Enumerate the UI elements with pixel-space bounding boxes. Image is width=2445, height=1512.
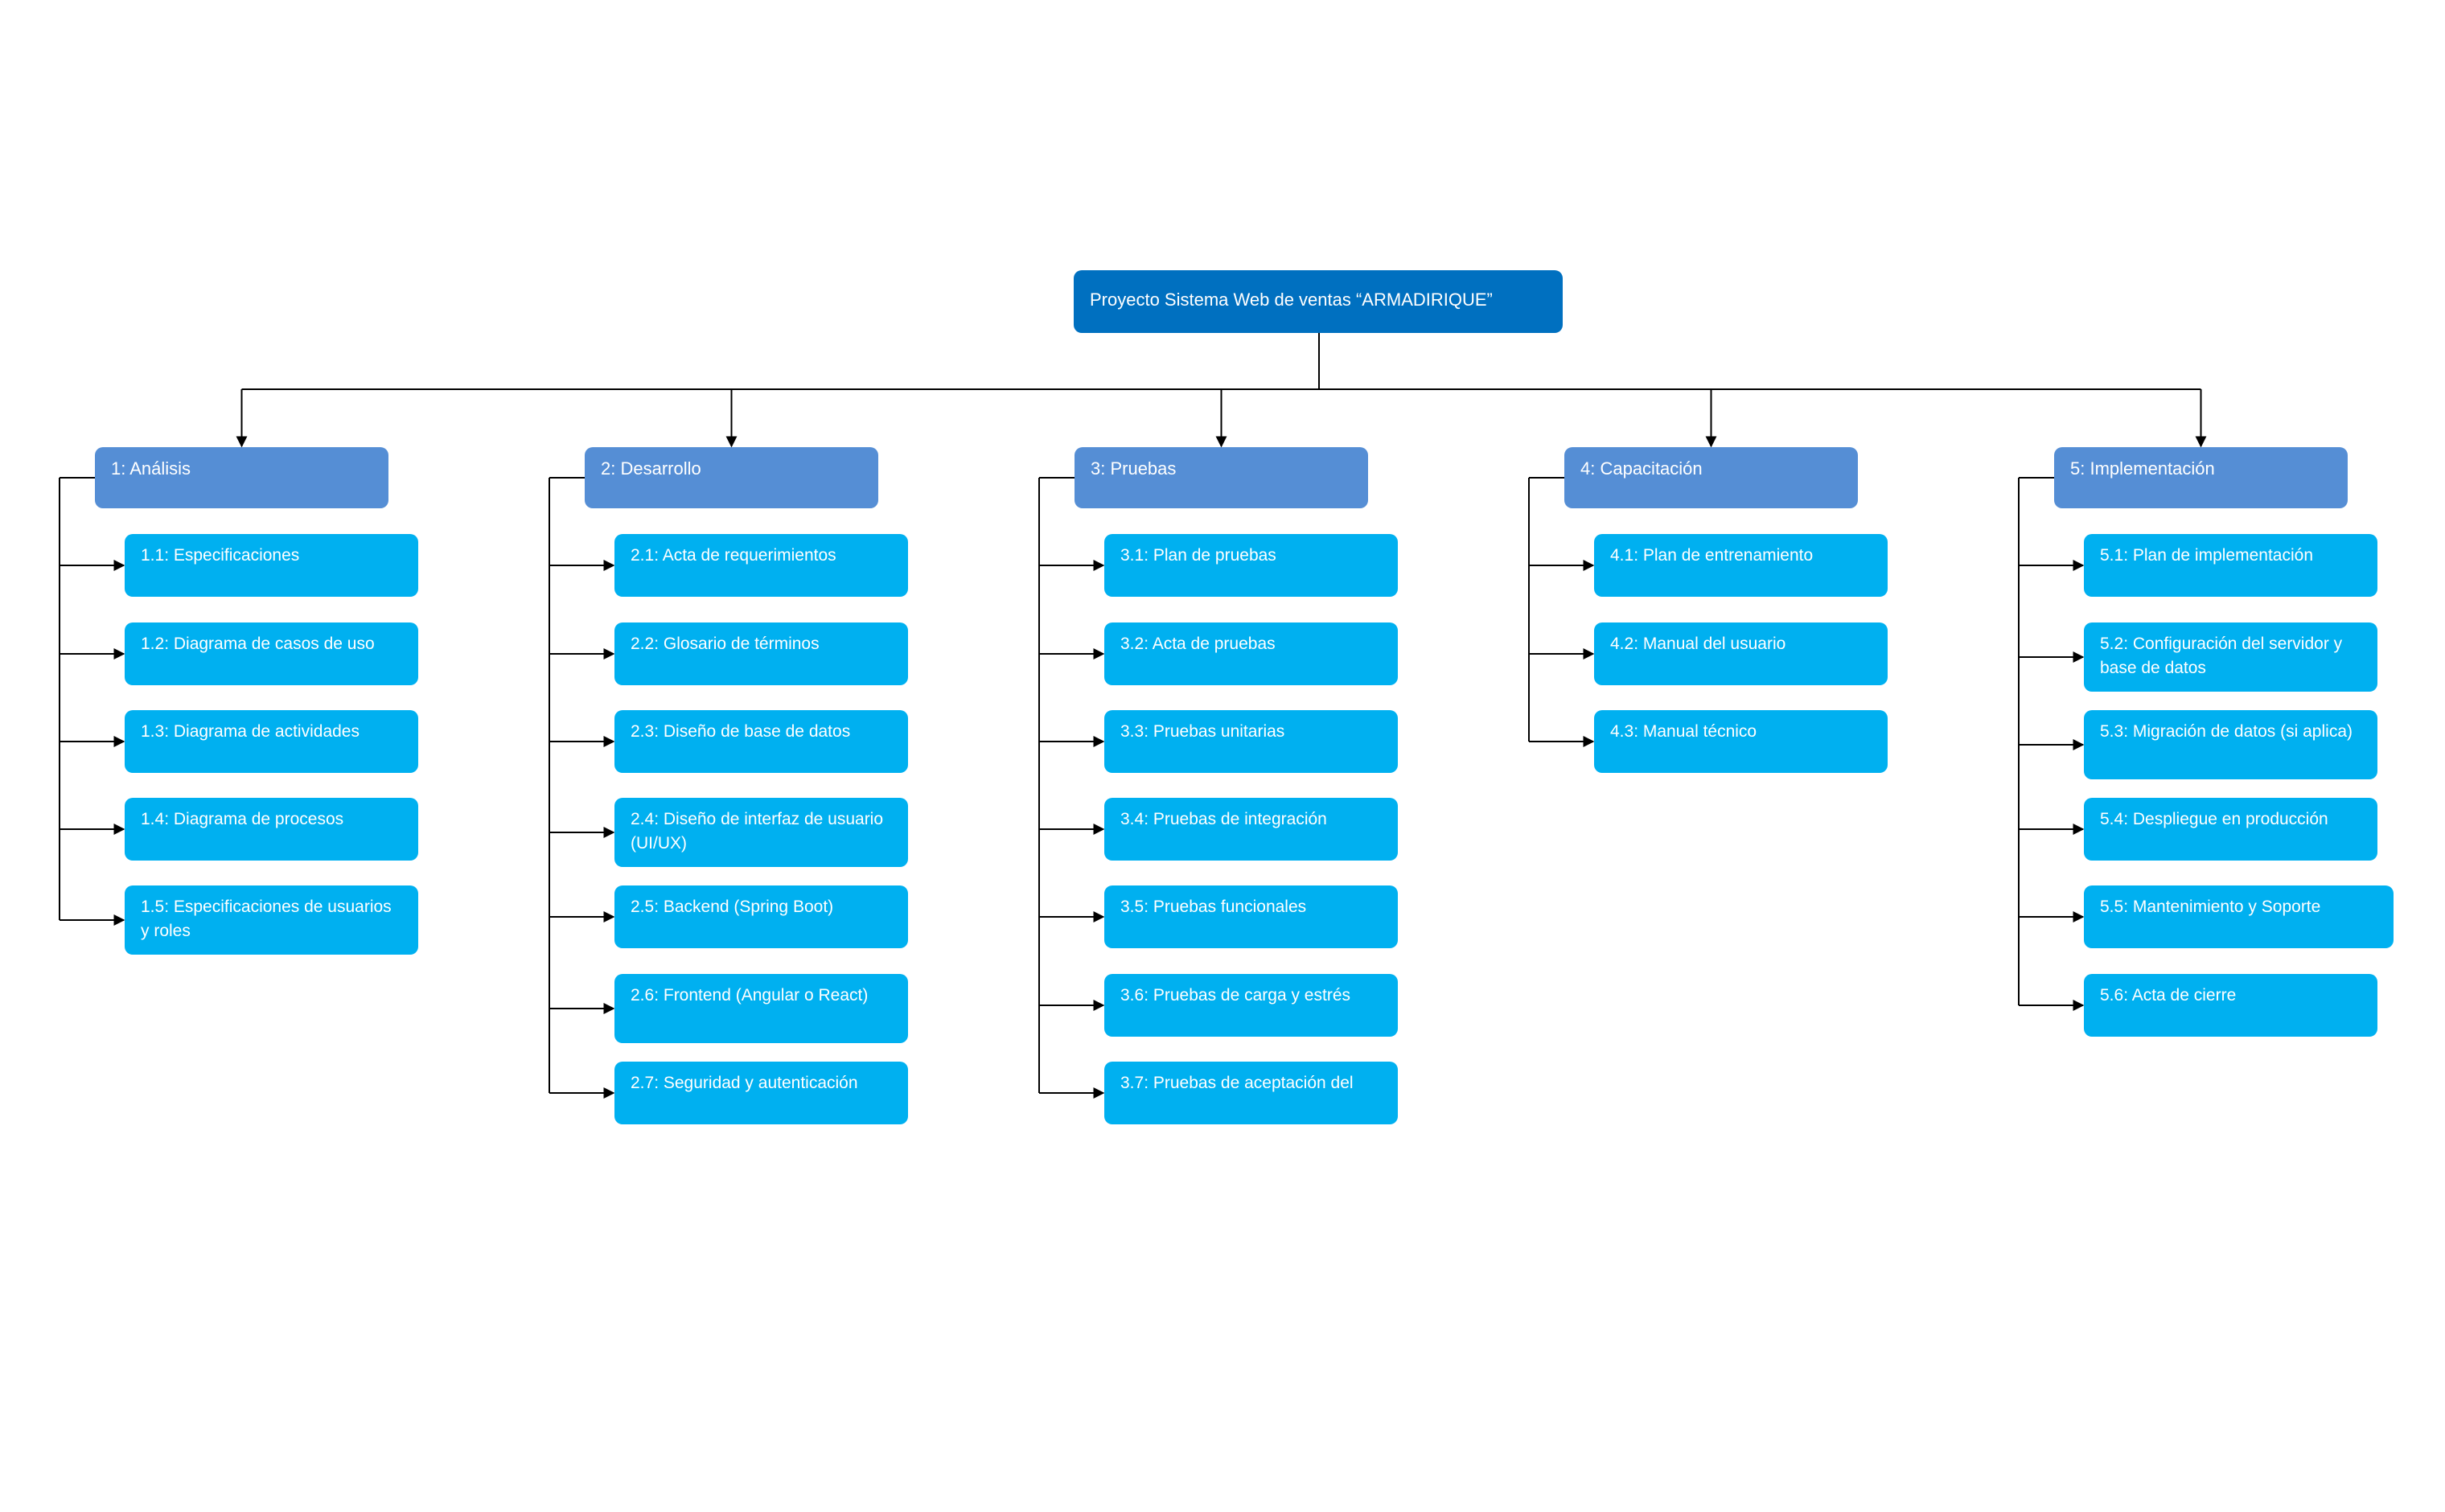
task-label: 4.3: Manual técnico (1610, 722, 1757, 741)
task-label: 3.5: Pruebas funcionales (1120, 898, 1307, 916)
task-label: 5.1: Plan de implementación (2100, 546, 2313, 565)
task-node-5-4: 5.4: Despliegue en producción (2084, 798, 2377, 861)
task-label: 5.4: Despliegue en producción (2100, 810, 2328, 828)
task-label: 5.2: Configuración del servidor y base d… (2100, 635, 2343, 677)
task-label: 3.2: Acta de pruebas (1120, 635, 1276, 653)
task-node-3-6: 3.6: Pruebas de carga y estrés (1104, 974, 1398, 1037)
task-node-2-7: 2.7: Seguridad y autenticación (614, 1062, 908, 1124)
phase-node-5: 5: Implementación (2054, 447, 2348, 508)
task-node-5-3: 5.3: Migración de datos (si aplica) (2084, 710, 2377, 779)
task-node-3-1: 3.1: Plan de pruebas (1104, 534, 1398, 597)
task-label: 4.1: Plan de entrenamiento (1610, 546, 1814, 565)
task-node-3-3: 3.3: Pruebas unitarias (1104, 710, 1398, 773)
task-label: 3.3: Pruebas unitarias (1120, 722, 1285, 741)
task-label: 5.6: Acta de cierre (2100, 986, 2237, 1005)
task-node-1-3: 1.3: Diagrama de actividades (125, 710, 418, 773)
task-node-4-3: 4.3: Manual técnico (1594, 710, 1888, 773)
task-node-5-2: 5.2: Configuración del servidor y base d… (2084, 622, 2377, 692)
task-label: 1.1: Especificaciones (141, 546, 300, 565)
task-label: 3.7: Pruebas de aceptación del (1120, 1074, 1354, 1092)
task-label: 5.5: Mantenimiento y Soporte (2100, 898, 2321, 916)
task-label: 2.7: Seguridad y autenticación (631, 1074, 858, 1092)
task-node-2-6: 2.6: Frontend (Angular o React) (614, 974, 908, 1043)
task-label: 3.6: Pruebas de carga y estrés (1120, 986, 1350, 1005)
task-label: 1.5: Especificaciones de usuarios y role… (141, 898, 392, 940)
task-label: 2.3: Diseño de base de datos (631, 722, 851, 741)
task-node-2-2: 2.2: Glosario de términos (614, 622, 908, 685)
task-node-4-2: 4.2: Manual del usuario (1594, 622, 1888, 685)
task-node-3-4: 3.4: Pruebas de integración (1104, 798, 1398, 861)
phase-node-2: 2: Desarrollo (585, 447, 878, 508)
phase-label: 2: Desarrollo (601, 458, 701, 479)
task-label: 2.5: Backend (Spring Boot) (631, 898, 834, 916)
root-node: Proyecto Sistema Web de ventas “ARMADIRI… (1074, 270, 1563, 333)
phase-node-1: 1: Análisis (95, 447, 388, 508)
task-node-1-1: 1.1: Especificaciones (125, 534, 418, 597)
task-label: 2.1: Acta de requerimientos (631, 546, 836, 565)
task-node-2-5: 2.5: Backend (Spring Boot) (614, 885, 908, 948)
phase-label: 5: Implementación (2070, 458, 2215, 479)
task-node-1-4: 1.4: Diagrama de procesos (125, 798, 418, 861)
root-label: Proyecto Sistema Web de ventas “ARMADIRI… (1090, 290, 1493, 310)
task-node-3-2: 3.2: Acta de pruebas (1104, 622, 1398, 685)
task-node-2-1: 2.1: Acta de requerimientos (614, 534, 908, 597)
task-label: 2.4: Diseño de interfaz de usuario (UI/U… (631, 810, 884, 853)
task-node-1-2: 1.2: Diagrama de casos de uso (125, 622, 418, 685)
phase-node-4: 4: Capacitación (1564, 447, 1858, 508)
task-label: 5.3: Migración de datos (si aplica) (2100, 722, 2353, 741)
task-label: 1.4: Diagrama de procesos (141, 810, 344, 828)
task-node-4-1: 4.1: Plan de entrenamiento (1594, 534, 1888, 597)
task-node-5-6: 5.6: Acta de cierre (2084, 974, 2377, 1037)
task-node-3-7: 3.7: Pruebas de aceptación del (1104, 1062, 1398, 1124)
phase-node-3: 3: Pruebas (1075, 447, 1368, 508)
task-label: 3.1: Plan de pruebas (1120, 546, 1276, 565)
task-node-5-1: 5.1: Plan de implementación (2084, 534, 2377, 597)
phase-label: 1: Análisis (111, 458, 191, 479)
task-node-2-3: 2.3: Diseño de base de datos (614, 710, 908, 773)
task-label: 1.2: Diagrama de casos de uso (141, 635, 375, 653)
task-node-3-5: 3.5: Pruebas funcionales (1104, 885, 1398, 948)
task-label: 4.2: Manual del usuario (1610, 635, 1786, 653)
task-node-1-5: 1.5: Especificaciones de usuarios y role… (125, 885, 418, 955)
task-label: 3.4: Pruebas de integración (1120, 810, 1327, 828)
task-label: 2.6: Frontend (Angular o React) (631, 986, 869, 1005)
task-node-2-4: 2.4: Diseño de interfaz de usuario (UI/U… (614, 798, 908, 867)
task-label: 2.2: Glosario de términos (631, 635, 820, 653)
task-label: 1.3: Diagrama de actividades (141, 722, 360, 741)
phase-label: 3: Pruebas (1091, 458, 1177, 479)
phase-label: 4: Capacitación (1580, 458, 1703, 479)
task-node-5-5: 5.5: Mantenimiento y Soporte (2084, 885, 2394, 948)
